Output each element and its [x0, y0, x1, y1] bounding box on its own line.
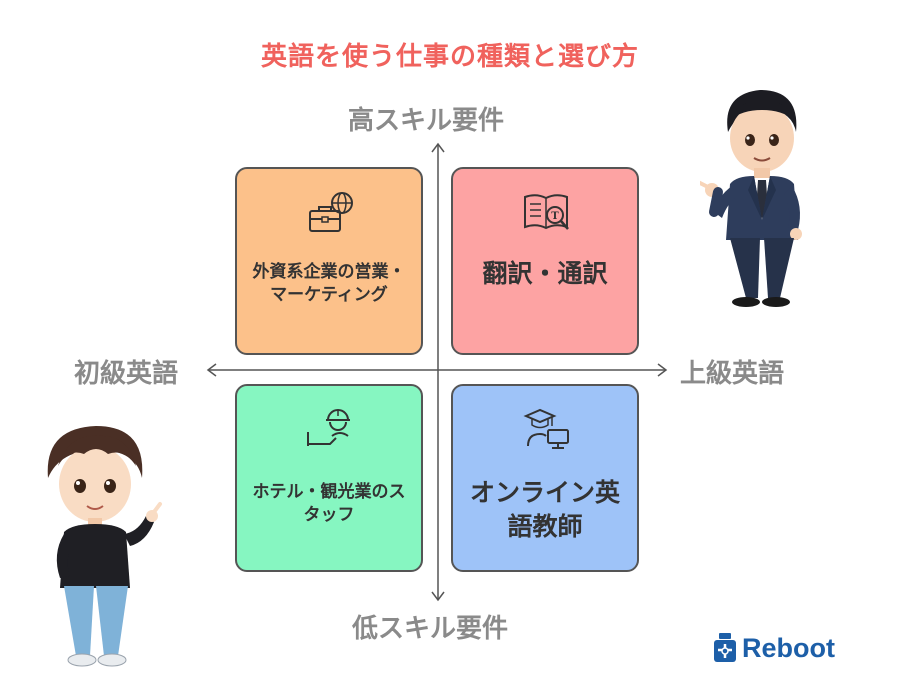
casual-boy-character-illustration [47, 426, 162, 667]
reboot-logo: Reboot [712, 632, 835, 664]
quadrant-label: 外資系企業の営業・マーケティング [252, 262, 406, 305]
quadrant-hotel-tourism-staff: ホテル・観光業のスタッフ [235, 384, 423, 572]
online-teacher-icon [523, 408, 569, 449]
businessman-character-illustration [700, 90, 802, 307]
quadrant-translation-interpretation: T 翻訳・通訳 [451, 167, 639, 355]
quadrant-foreign-sales-marketing: 外資系企業の営業・マーケティング [235, 167, 423, 355]
hotel-staff-icon [307, 409, 350, 446]
reboot-logo-icon [714, 633, 736, 662]
axis-label-beginner-english: 初級英語 [74, 359, 179, 389]
axis-label-high-skill: 高スキル要件 [348, 106, 505, 136]
axis-label-advanced-english: 上級英語 [680, 359, 785, 389]
quadrant-label: 翻訳・通訳 [482, 259, 608, 288]
quadrant-online-english-teacher: オンライン英語教師 [451, 384, 639, 572]
page-title: 英語を使う仕事の種類と選び方 [260, 42, 639, 72]
book-translate-icon: T [524, 194, 569, 230]
axis-label-low-skill: 低スキル要件 [352, 614, 509, 644]
briefcase-globe-icon [309, 192, 353, 232]
quadrant-label: オンライン英語教師 [469, 478, 620, 541]
quadrant-label: ホテル・観光業のスタッフ [252, 482, 406, 525]
svg-text:T: T [551, 211, 559, 222]
reboot-logo-text: Reboot [742, 632, 835, 663]
